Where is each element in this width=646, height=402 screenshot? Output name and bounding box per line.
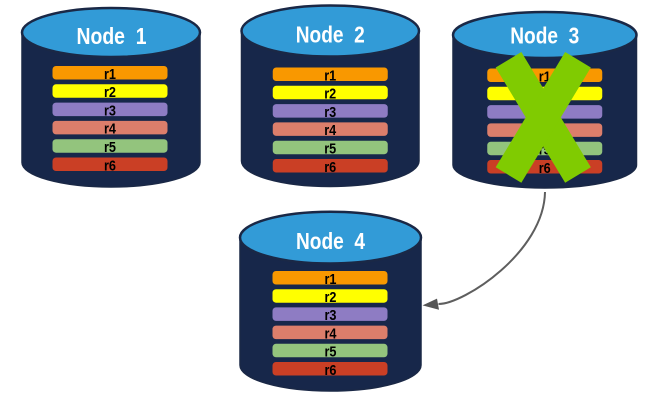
svg-text:r5: r5 — [325, 344, 337, 361]
svg-text:r3: r3 — [104, 102, 116, 119]
svg-text:r5: r5 — [104, 139, 116, 156]
svg-text:r3: r3 — [325, 307, 337, 324]
svg-text:r6: r6 — [324, 159, 336, 176]
svg-text:r2: r2 — [324, 86, 336, 103]
svg-text:r1: r1 — [325, 271, 337, 288]
svg-text:Node 1: Node 1 — [77, 23, 147, 49]
svg-text:r1: r1 — [324, 67, 336, 84]
svg-text:Node 3: Node 3 — [510, 23, 579, 49]
svg-text:r6: r6 — [325, 362, 337, 379]
svg-text:Node 4: Node 4 — [296, 228, 365, 254]
svg-text:r2: r2 — [325, 289, 337, 306]
svg-text:r4: r4 — [324, 122, 337, 139]
svg-text:r4: r4 — [325, 325, 338, 342]
svg-text:r1: r1 — [104, 66, 116, 83]
svg-text:Node 2: Node 2 — [296, 22, 365, 48]
svg-text:r6: r6 — [539, 160, 551, 177]
svg-text:r6: r6 — [104, 157, 116, 174]
svg-text:r2: r2 — [104, 84, 116, 101]
svg-text:r5: r5 — [324, 141, 336, 158]
svg-text:r3: r3 — [324, 104, 336, 121]
svg-text:r4: r4 — [104, 121, 117, 138]
